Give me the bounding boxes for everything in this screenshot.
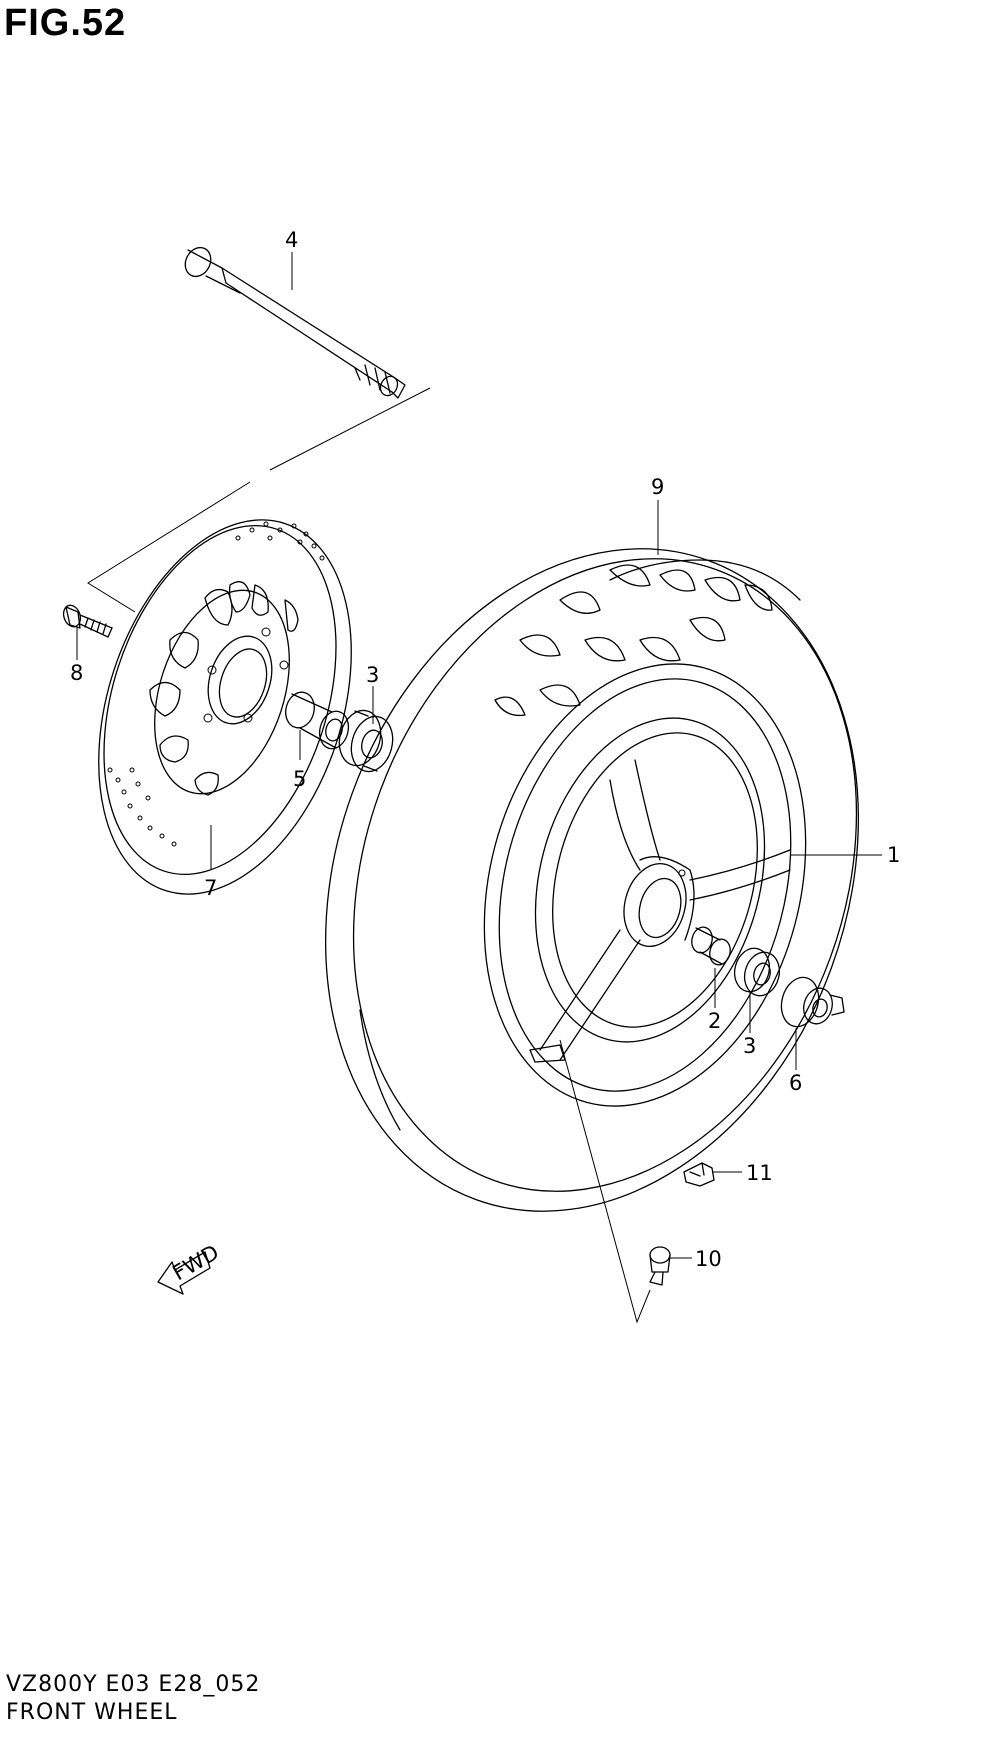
figure-name: FRONT WHEEL xyxy=(6,1700,178,1725)
wheel-collar[interactable] xyxy=(776,973,845,1031)
callout-1: 1 xyxy=(887,843,900,867)
callout-11: 11 xyxy=(746,1161,773,1185)
callout-3-left: 3 xyxy=(366,663,379,687)
forward-direction-arrow: FWD xyxy=(157,1240,223,1295)
callout-6: 6 xyxy=(789,1071,802,1095)
bearing-right[interactable] xyxy=(730,944,784,999)
callout-4: 4 xyxy=(285,228,298,252)
brake-disc[interactable] xyxy=(54,487,396,926)
callout-7: 7 xyxy=(204,876,217,900)
balance-weight[interactable] xyxy=(683,1162,715,1187)
callout-leader-lines xyxy=(76,252,882,1259)
front-axle[interactable] xyxy=(180,243,406,399)
front-tire[interactable] xyxy=(236,473,948,1286)
callout-8: 8 xyxy=(70,661,83,685)
callout-3-right: 3 xyxy=(743,1034,756,1058)
disc-bolt[interactable] xyxy=(61,603,113,638)
callout-5: 5 xyxy=(293,767,306,791)
axle-leader-line xyxy=(87,387,431,613)
callout-9: 9 xyxy=(651,475,664,499)
wheel-rim[interactable] xyxy=(437,628,853,1143)
spacer-left[interactable] xyxy=(282,689,353,752)
callout-2: 2 xyxy=(708,1009,721,1033)
bearing-left[interactable] xyxy=(333,706,398,776)
figure-title: FIG.52 xyxy=(4,2,127,44)
callout-10: 10 xyxy=(695,1247,722,1271)
spacer-right[interactable] xyxy=(689,925,733,967)
valve-leader-line xyxy=(559,1039,651,1324)
fwd-label: FWD xyxy=(169,1240,223,1285)
figure-code: VZ800Y E03 E28_052 xyxy=(6,1672,261,1697)
tire-valve[interactable] xyxy=(649,1246,671,1286)
